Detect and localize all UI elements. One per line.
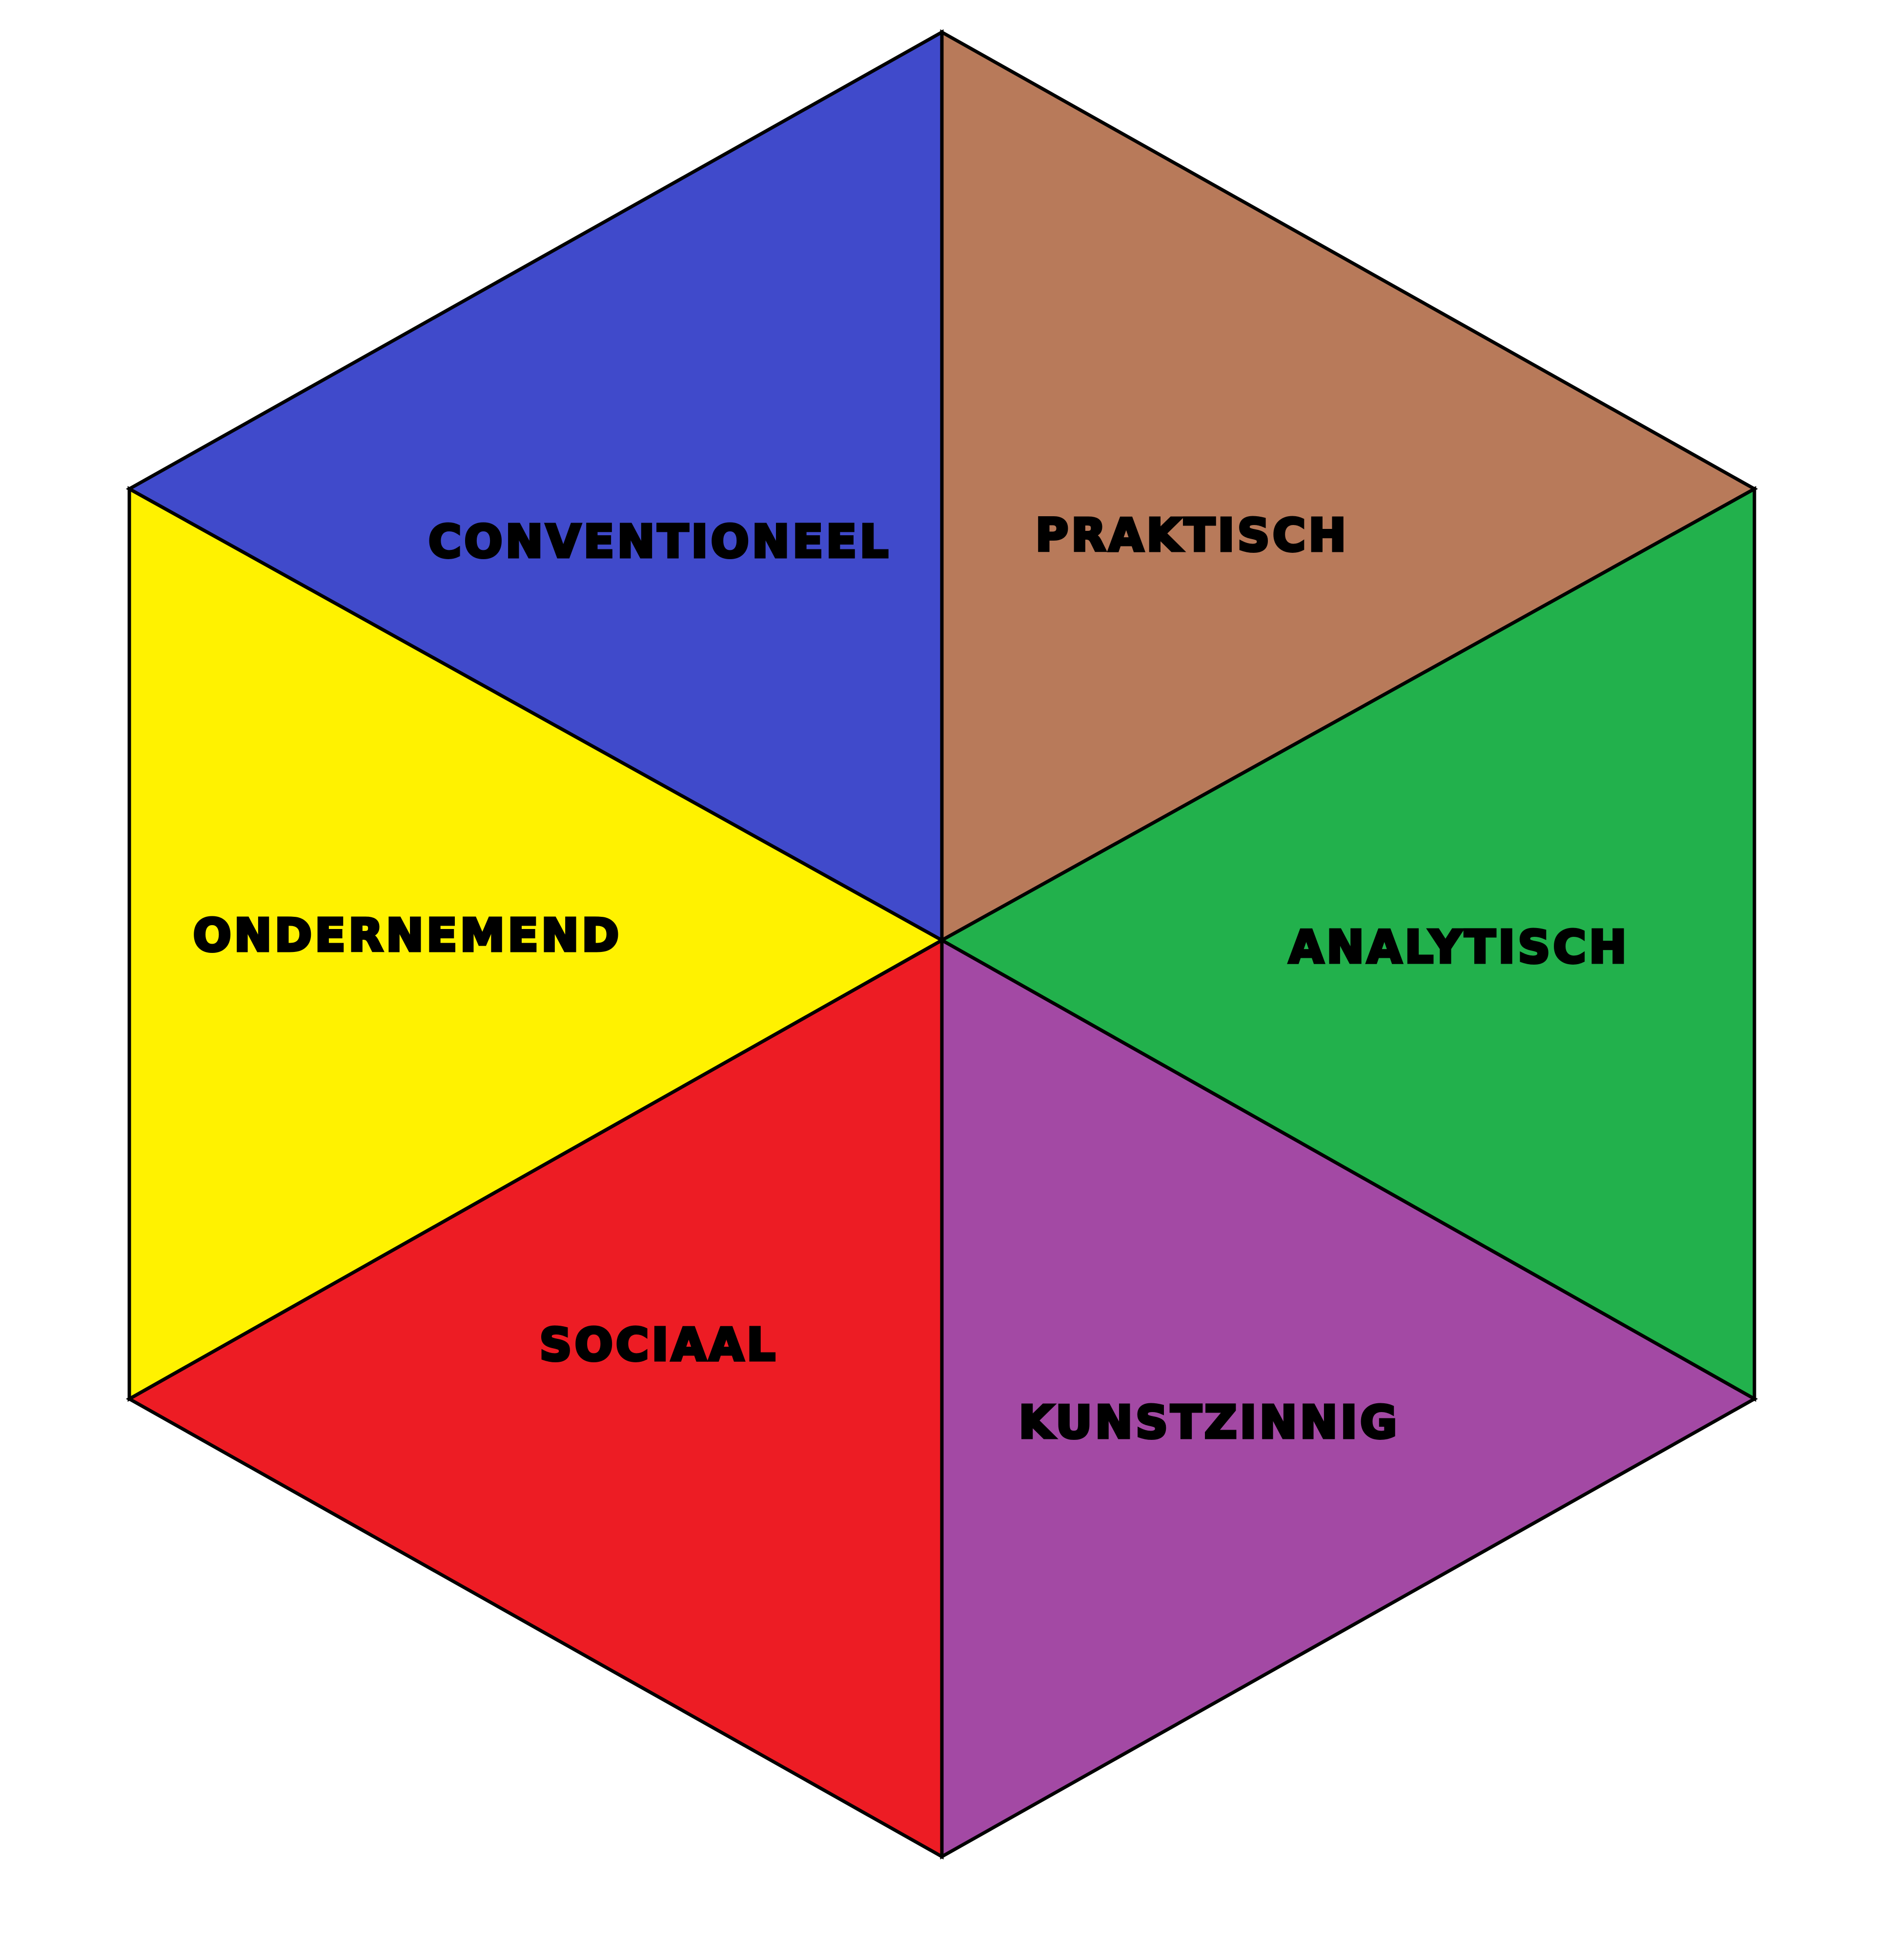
- label-ondernemend: ONDERNEMEND: [193, 909, 622, 962]
- label-kunstzinnig: KUNSTZINNIG: [1018, 1396, 1400, 1449]
- segment-ondernemend: [127, 486, 946, 1402]
- label-sociaal: SOCIAAL: [539, 1319, 778, 1371]
- label-praktisch: PRAKTISCH: [1036, 509, 1349, 562]
- label-conventioneel: CONVENTIONEEL: [428, 516, 891, 568]
- label-analytisch: ANALYTISCH: [1289, 921, 1629, 973]
